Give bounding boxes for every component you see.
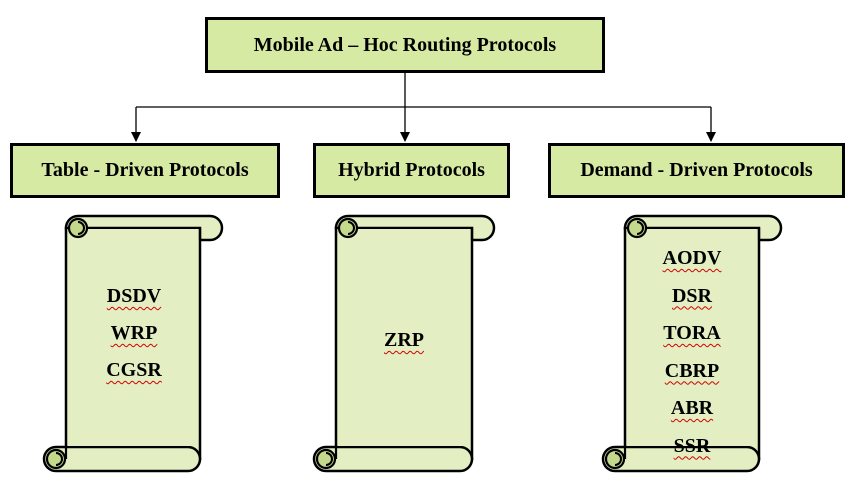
protocol-item: DSR xyxy=(671,284,712,307)
protocol-list-hybrid: ZRP xyxy=(334,327,474,357)
protocol-item: CBRP xyxy=(664,359,720,382)
protocol-list-table-driven: DSDV WRP CGSR xyxy=(64,283,204,394)
category-table-driven: Table - Driven Protocols xyxy=(10,143,280,198)
protocol-item: ABR xyxy=(670,397,714,419)
category-label-hybrid: Hybrid Protocols xyxy=(338,159,485,181)
protocol-item: DSDV xyxy=(106,285,162,307)
category-label-demand-driven: Demand - Driven Protocols xyxy=(580,159,813,181)
scroll-table-driven xyxy=(42,214,224,473)
scroll-hybrid xyxy=(312,214,496,473)
scroll-demand-driven xyxy=(601,214,783,473)
root-label: Mobile Ad – Hoc Routing Protocols xyxy=(253,33,557,56)
protocol-item: SSR xyxy=(673,434,711,457)
protocol-item: CGSR xyxy=(106,359,162,381)
category-demand-driven: Demand - Driven Protocols xyxy=(548,143,845,198)
protocol-list-demand-driven: AODV DSR TORA CBRP ABR SSR xyxy=(622,245,762,470)
protocol-item: ZRP xyxy=(384,329,424,351)
protocol-item: AODV xyxy=(662,247,722,269)
protocol-item: WRP xyxy=(110,322,158,344)
category-hybrid: Hybrid Protocols xyxy=(313,143,510,198)
protocol-item: TORA xyxy=(663,322,721,344)
root-node: Mobile Ad – Hoc Routing Protocols xyxy=(205,17,605,73)
category-label-table-driven: Table - Driven Protocols xyxy=(41,159,249,181)
